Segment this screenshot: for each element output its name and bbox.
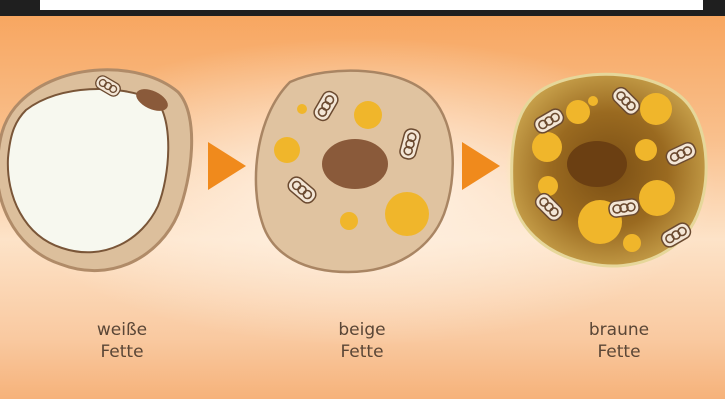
label-beige-fat-line2: Fette [292, 341, 432, 363]
lipid-droplet [538, 176, 558, 196]
label-brown-fat: braune Fette [549, 319, 689, 363]
beige-cell-nucleus [322, 139, 388, 189]
lipid-droplet [588, 96, 598, 106]
lipid-droplet [639, 180, 675, 216]
lipid-droplet [354, 101, 382, 129]
label-white-fat: weiße Fette [52, 319, 192, 363]
white-fat-cell [0, 70, 192, 271]
lipid-droplet [640, 93, 672, 125]
lipid-droplet [635, 139, 657, 161]
label-white-fat-line2: Fette [52, 341, 192, 363]
lipid-droplet [340, 212, 358, 230]
white-lipid-droplet [8, 89, 168, 252]
label-beige-fat-line1: beige [292, 319, 432, 341]
arrow-right-icon [462, 142, 500, 190]
label-beige-fat: beige Fette [292, 319, 432, 363]
lipid-droplet [566, 100, 590, 124]
lipid-droplet [385, 192, 429, 236]
lipid-droplet [623, 234, 641, 252]
brown-cell-nucleus [567, 141, 627, 187]
brown-fat-cell [505, 74, 706, 266]
arrow-right-icon [208, 142, 246, 190]
label-brown-fat-line2: Fette [549, 341, 689, 363]
label-white-fat-line1: weiße [52, 319, 192, 341]
lipid-droplet [274, 137, 300, 163]
beige-fat-cell [256, 71, 453, 272]
label-brown-fat-line1: braune [549, 319, 689, 341]
lipid-droplet [532, 132, 562, 162]
lipid-droplet [297, 104, 307, 114]
